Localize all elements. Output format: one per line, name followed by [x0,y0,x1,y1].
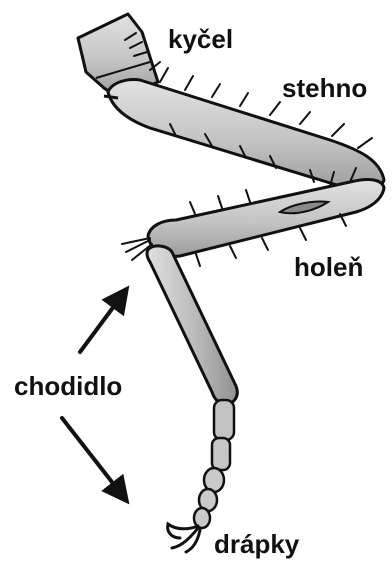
claws [168,524,200,552]
label-claws: drápky [214,529,300,559]
label-femur: stehno [282,73,367,103]
label-tarsus: chodidlo [14,371,122,401]
arrow-down [62,418,126,500]
tarsus-segment-1 [147,246,237,404]
arrow-up [80,290,126,352]
label-tibia: holeň [294,252,363,282]
label-coxa: kyčel [168,24,233,54]
tarsus-segments [194,400,234,528]
